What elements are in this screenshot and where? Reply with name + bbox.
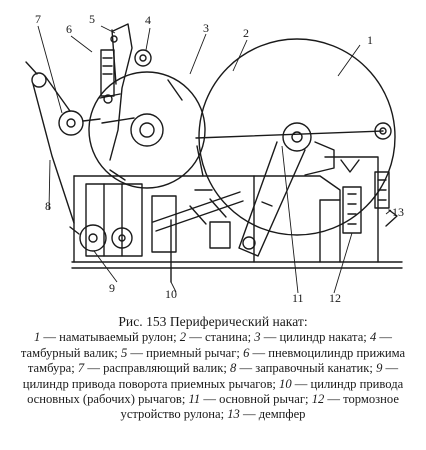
callout-13: 13 <box>392 205 404 219</box>
caption-item: 6 — пневмоцилиндр прижима тамбура; <box>27 345 406 376</box>
callout-3: 3 <box>203 21 209 35</box>
callout-12: 12 <box>329 291 341 305</box>
caption-item: 8 — заправочный канатик; <box>230 361 373 376</box>
machine-frame <box>71 145 403 269</box>
caption-item-text: пневмоцилиндр прижима тамбура; <box>27 345 406 376</box>
roll-brake <box>324 156 379 263</box>
caption-item-number: 4 <box>369 330 377 345</box>
receiving-lever <box>100 23 133 161</box>
caption-item-number: 3 <box>254 330 261 345</box>
callout-6: 6 <box>66 22 72 36</box>
caption-title: Рис. 153 Периферический накат: <box>8 314 418 329</box>
callout-1: 1 <box>367 33 373 47</box>
caption-item: 9 — цилиндр привода поворота приемных ры… <box>22 361 399 391</box>
caption-item-number: 12 <box>311 392 325 407</box>
caption-item-text: расправляющий валик; <box>103 361 227 376</box>
callout-11: 11 <box>292 291 304 305</box>
caption-item-number: 6 <box>243 345 250 360</box>
caption-item: 12 — тормозное устройство рулона; <box>120 392 399 422</box>
caption-item-text: тормозное устройство рулона; <box>120 392 399 422</box>
caption-item-text: наматываемый рулон; <box>59 330 177 345</box>
callout-5: 5 <box>89 12 95 26</box>
caption-item-number: 7 <box>77 361 85 376</box>
caption-item: 4 — тамбурный валик; <box>20 330 393 360</box>
caption-item-number: 2 <box>179 330 187 345</box>
reel-spool <box>134 49 152 67</box>
reel-cylinder <box>88 71 206 189</box>
caption-title-text: Периферический накат: <box>169 314 308 329</box>
winding-roll <box>198 38 396 236</box>
caption-item-text: демпфер <box>258 407 306 422</box>
figure-caption: Рис. 153 Периферический накат:1 — наматы… <box>8 314 418 423</box>
caption-item-number: 5 <box>120 345 128 360</box>
callout-numbers: 1 2 3 4 5 6 7 8 9 10 11 12 13 <box>35 12 404 305</box>
caption-item-number: 10 <box>279 376 292 391</box>
callout-10: 10 <box>165 287 177 301</box>
caption-item-text: тамбурный валик; <box>20 345 118 360</box>
main-lever-cylinder <box>152 191 244 283</box>
main-lever <box>238 141 335 257</box>
callout-2: 2 <box>243 26 249 40</box>
caption-item-text: цилиндр привода поворота приемных рычаго… <box>22 376 276 391</box>
caption-item-text: основной рычаг; <box>219 392 309 407</box>
caption-item-text: станина; <box>204 330 252 345</box>
caption-item-number: 11 <box>188 392 201 407</box>
caption-item: 2 — станина; <box>179 330 252 345</box>
leader-lines <box>37 25 392 294</box>
callout-9: 9 <box>109 281 115 295</box>
caption-item-text: заправочный канатик; <box>255 361 373 376</box>
threading-rope <box>25 61 75 224</box>
caption-item: 7 — расправляющий валик; <box>77 361 227 376</box>
caption-item: 1 — наматываемый рулон; <box>33 330 177 345</box>
caption-item: 13 — демпфер <box>227 407 306 422</box>
caption-item-text: приемный рычаг; <box>146 345 240 360</box>
web-path <box>101 117 384 139</box>
caption-item-text: цилиндр привода основных (рабочих) рычаг… <box>27 376 404 407</box>
caption-item-number: 13 <box>227 407 240 422</box>
caption-item-number: 1 <box>33 330 41 345</box>
caption-figure-number: 153 <box>146 314 167 329</box>
caption-item: 11 — основной рычаг; <box>188 392 309 407</box>
caption-item: 3 — цилиндр наката; <box>254 330 367 345</box>
callout-7: 7 <box>35 12 41 26</box>
caption-item: 10 — цилиндр привода основных (рабочих) … <box>27 376 404 407</box>
caption-item: 5 — приемный рычаг; <box>120 345 240 360</box>
callout-4: 4 <box>145 13 151 27</box>
machine-diagram: 1 2 3 4 5 6 7 8 9 10 11 12 13 <box>25 12 404 305</box>
caption-title-prefix: Рис. <box>118 314 143 329</box>
caption-item-number: 9 <box>376 361 383 376</box>
spreader-roll <box>58 110 101 136</box>
callout-8: 8 <box>45 199 51 213</box>
caption-item-number: 8 <box>230 361 237 376</box>
caption-item-text: цилиндр наката; <box>279 330 367 345</box>
